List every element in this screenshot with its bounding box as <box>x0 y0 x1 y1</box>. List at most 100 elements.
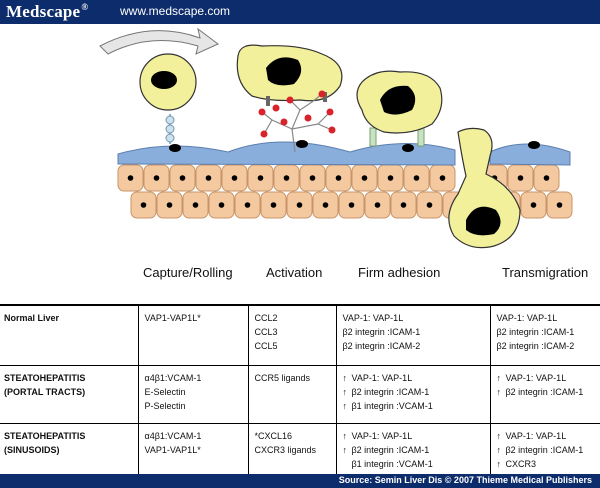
cell-line: ↑VAP-1: VAP-1L <box>343 429 486 443</box>
endothelial-nucleus <box>296 140 308 148</box>
hepatocyte-nucleus <box>309 175 316 181</box>
leukocyte-recruitment-diagram <box>99 27 573 249</box>
hepatocyte-nucleus <box>153 175 160 181</box>
row-label: STEATOHEPATITIS(PORTAL TRACTS) <box>0 365 138 424</box>
hepatocyte-nucleus <box>426 202 433 208</box>
table-cell: ↑VAP-1: VAP-1L↑β2 integrin :ICAM-1↑β1 in… <box>335 365 490 424</box>
up-arrow-icon: ↑ <box>342 444 348 455</box>
cell-text: α4β1:VCAM-1 <box>144 372 202 383</box>
hepatocyte-nucleus <box>439 175 446 181</box>
cell-text: β2 integrin :ICAM-1 <box>496 327 575 337</box>
cell-line: ↑VAP-1: VAP-1L <box>497 429 597 443</box>
cell-line: P-Selectin <box>145 399 244 413</box>
row-label-line: STEATOHEPATITIS <box>4 430 86 441</box>
endothelial-lining <box>117 141 456 166</box>
table-cell: ↑VAP-1: VAP-1L↑β2 integrin :ICAM-1 <box>489 365 600 424</box>
row-label-line: (SINUSOIDS) <box>4 444 60 455</box>
medscape-logo[interactable]: Medscape® <box>6 2 88 22</box>
cell-line: α4β1:VCAM-1 <box>145 371 244 385</box>
cell-line: E-Selectin <box>145 385 244 399</box>
hepatocyte-nucleus <box>556 202 563 208</box>
cell-text: CCR5 ligands <box>254 372 311 383</box>
up-arrow-icon: ↑ <box>342 400 348 411</box>
cell-line: β2 integrin :ICAM-2 <box>343 339 486 353</box>
cell-text: VAP-1: VAP-1L <box>342 313 404 323</box>
table-cell: VAP-1: VAP-1L β2 integrin :ICAM-1 β2 integ… <box>489 305 600 366</box>
cell-text: VAP-1: VAP-1L <box>505 430 567 441</box>
cell-line: ↑β1 integrin :VCAM-1 <box>343 399 486 413</box>
cell-line: ↑β2 integrin :ICAM-1 <box>343 385 486 399</box>
hepatocyte-nucleus <box>361 175 368 181</box>
cell-text: VAP-1: VAP-1L <box>496 313 558 323</box>
row-label-line: (PORTAL TRACTS) <box>4 386 86 397</box>
cell-text: β1 integrin :VCAM-1 <box>351 458 433 469</box>
endothelial-nucleus <box>169 144 181 152</box>
table-cell: VAP1-VAP1L* <box>137 305 248 366</box>
cell-line: *CXCL16 <box>255 429 332 443</box>
cell-text: VAP1-VAP1L* <box>144 444 201 455</box>
cell-line: CCL3 <box>255 325 332 339</box>
cell-text: CXCR3 <box>505 458 537 469</box>
up-arrow-icon: ↑ <box>496 444 502 455</box>
hepatocyte-nucleus <box>283 175 290 181</box>
cell-line: VAP1-VAP1L* <box>145 443 244 457</box>
cell-text: VAP1-VAP1L* <box>144 313 201 323</box>
cell-line: ↑VAP-1: VAP-1L <box>343 371 486 385</box>
endothelial-nucleus <box>402 144 414 152</box>
row-label: Normal Liver <box>0 305 138 366</box>
logo-text: Medscape <box>6 2 81 21</box>
cell-text: β2 integrin :ICAM-2 <box>342 341 421 351</box>
hepatocyte-nucleus <box>127 175 134 181</box>
cell-text: β2 integrin :ICAM-1 <box>505 386 584 397</box>
chemokine-glycosaminoglycan-tree <box>258 90 336 153</box>
up-arrow-icon: ↑ <box>496 458 502 469</box>
stage-label-transmigration: Transmigration <box>502 265 589 280</box>
hepatocyte-nucleus <box>348 202 355 208</box>
cell-text: *CXCL16 <box>254 430 293 441</box>
hepatocyte-nucleus <box>270 202 277 208</box>
hepatocyte-nucleus <box>322 202 329 208</box>
cell-text: CCL2 <box>254 313 278 323</box>
up-arrow-icon: ↑ <box>496 386 502 397</box>
hepatocyte-nucleus <box>400 202 407 208</box>
endothelial-nucleus <box>528 141 540 149</box>
hepatocyte-nucleus <box>374 202 381 208</box>
site-url-link[interactable]: www.medscape.com <box>120 4 231 18</box>
footer-bar: Source: Semin Liver Dis © 2007 Thieme Me… <box>0 474 600 488</box>
up-arrow-icon: ↑ <box>496 430 502 441</box>
cell-line: ↑CXCR3 <box>497 457 597 471</box>
header-bar: Medscape® www.medscape.com <box>0 0 600 24</box>
table-row: STEATOHEPATITIS(PORTAL TRACTS)α4β1:VCAM-… <box>0 365 600 424</box>
cell-text: β2 integrin :ICAM-1 <box>505 444 584 455</box>
cell-text: β2 integrin :ICAM-1 <box>351 386 430 397</box>
hepatocyte-nucleus <box>179 175 186 181</box>
cell-text: CXCR3 ligands <box>254 444 317 455</box>
cell-line: α4β1:VCAM-1 <box>145 429 244 443</box>
row-label-line: Normal Liver <box>4 313 60 323</box>
cell-line: β2 integrin :ICAM-1 <box>497 325 597 339</box>
cell-line: β2 integrin :ICAM-2 <box>497 339 597 353</box>
cell-line: VAP-1: VAP-1L <box>497 311 597 325</box>
hepatocyte-nucleus <box>413 175 420 181</box>
cell-line: ↑β2 integrin :ICAM-1 <box>497 385 597 399</box>
hepatocyte-nucleus <box>543 175 550 181</box>
registered-mark: ® <box>81 2 89 12</box>
rolling-leukocyte <box>139 53 197 144</box>
cell-line: VAP-1: VAP-1L <box>343 311 486 325</box>
cell-line: β1 integrin :VCAM-1 <box>343 457 486 471</box>
cell-line: VAP1-VAP1L* <box>145 311 244 325</box>
up-arrow-icon: ↑ <box>496 372 502 383</box>
cell-text: β2 integrin :ICAM-1 <box>351 444 430 455</box>
cell-text: α4β1:VCAM-1 <box>144 430 202 441</box>
adherent-leukocyte <box>356 70 443 147</box>
cell-line: CCR5 ligands <box>255 371 332 385</box>
cell-line: ↑VAP-1: VAP-1L <box>497 371 597 385</box>
cell-line: ↑β2 integrin :ICAM-1 <box>343 443 486 457</box>
cell-line: CCL2 <box>255 311 332 325</box>
cell-line: CCL5 <box>255 339 332 353</box>
